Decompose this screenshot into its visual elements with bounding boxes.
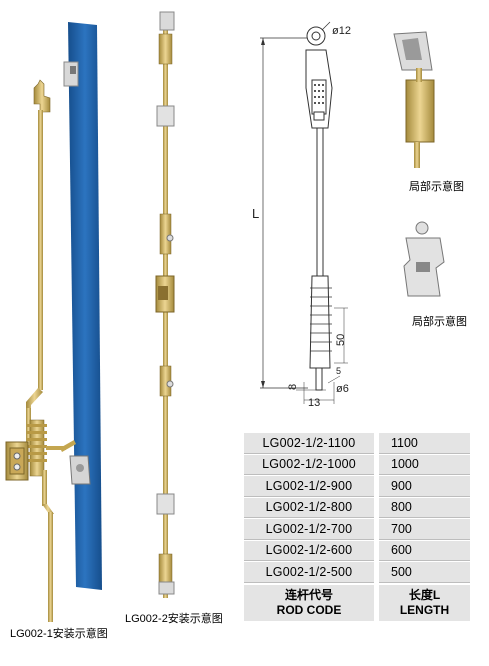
table-row: LG002-1/2-1000 1000 xyxy=(244,453,470,475)
shaft xyxy=(316,127,324,277)
toothed-section xyxy=(27,419,47,477)
rod-code-cell: LG002-1/2-1000 xyxy=(244,453,374,475)
upper-rod xyxy=(38,110,43,390)
table-row: LG002-1/2-600 600 xyxy=(244,539,470,561)
dim-8: 8 xyxy=(287,384,299,390)
upper-guide xyxy=(158,33,173,65)
rod-code-cell: LG002-1/2-700 xyxy=(244,518,374,540)
spec-table: LG002-1/2-1100 1100 LG002-1/2-1000 1000 … xyxy=(244,432,470,621)
dim-length: L xyxy=(252,206,259,221)
length-cell: 500 xyxy=(379,561,470,583)
length-cell: 1000 xyxy=(379,453,470,475)
door-panel xyxy=(68,22,102,590)
lower-body xyxy=(309,275,331,369)
rod-code-cell: LG002-1/2-900 xyxy=(244,475,374,497)
left-bracket xyxy=(5,441,29,481)
table-row: LG002-1/2-500 500 xyxy=(244,561,470,583)
right-latch xyxy=(69,455,91,485)
rod-technical-drawing: ø12 L 50 5 8 ø6 13 xyxy=(252,21,351,408)
detail-bottom-caption: 局部示意图 xyxy=(412,316,467,328)
rod-code-header: 连杆代号 ROD CODE xyxy=(244,584,374,621)
length-cell: 1100 xyxy=(379,432,470,454)
detail-top-illustration xyxy=(393,31,435,168)
table-row: LG002-1/2-1100 1100 xyxy=(244,432,470,454)
lg002-1-caption: LG002-1安装示意图 xyxy=(10,628,108,640)
rod-crank xyxy=(26,388,43,410)
length-header: 长度L LENGTH xyxy=(379,584,470,621)
rod-code-header-en: ROD CODE xyxy=(276,602,342,617)
length-cell: 700 xyxy=(379,518,470,540)
table-row: LG002-1/2-900 900 xyxy=(244,475,470,497)
upper-connector xyxy=(159,213,174,255)
lg002-2-caption: LG002-2安装示意图 xyxy=(125,613,223,625)
table-row: LG002-1/2-700 700 xyxy=(244,518,470,540)
length-header-en: LENGTH xyxy=(399,602,450,617)
detail-bottom-illustration xyxy=(403,221,445,297)
rod-code-cell: LG002-1/2-800 xyxy=(244,496,374,518)
dim-dia6: ø6 xyxy=(336,383,349,395)
lower-rod xyxy=(48,512,53,622)
length-header-cn: 长度L xyxy=(408,587,441,602)
rod-code-cell: LG002-1/2-500 xyxy=(244,561,374,583)
top-hook xyxy=(33,79,51,113)
table-row: LG002-1/2-800 800 xyxy=(244,496,470,518)
length-cell: 600 xyxy=(379,539,470,561)
lg002-2-illustration xyxy=(155,11,175,598)
center-block xyxy=(155,275,175,313)
lower-guide xyxy=(158,553,173,585)
length-cell: 900 xyxy=(379,475,470,497)
rod-code-cell: LG002-1/2-1100 xyxy=(244,432,374,454)
detail-top-caption: 局部示意图 xyxy=(409,181,464,193)
lower-connector xyxy=(159,365,174,397)
table-header: 连杆代号 ROD CODE 长度L LENGTH xyxy=(244,584,470,621)
dim-5: 5 xyxy=(336,366,341,376)
rod-code-cell: LG002-1/2-600 xyxy=(244,539,374,561)
dim-dia12: ø12 xyxy=(332,25,351,37)
lg002-1-illustration xyxy=(5,22,102,622)
rod-code-header-cn: 连杆代号 xyxy=(284,587,333,602)
main-rod xyxy=(163,28,168,598)
dim-13: 13 xyxy=(308,397,320,408)
dim-50: 50 xyxy=(335,334,347,346)
length-cell: 800 xyxy=(379,496,470,518)
